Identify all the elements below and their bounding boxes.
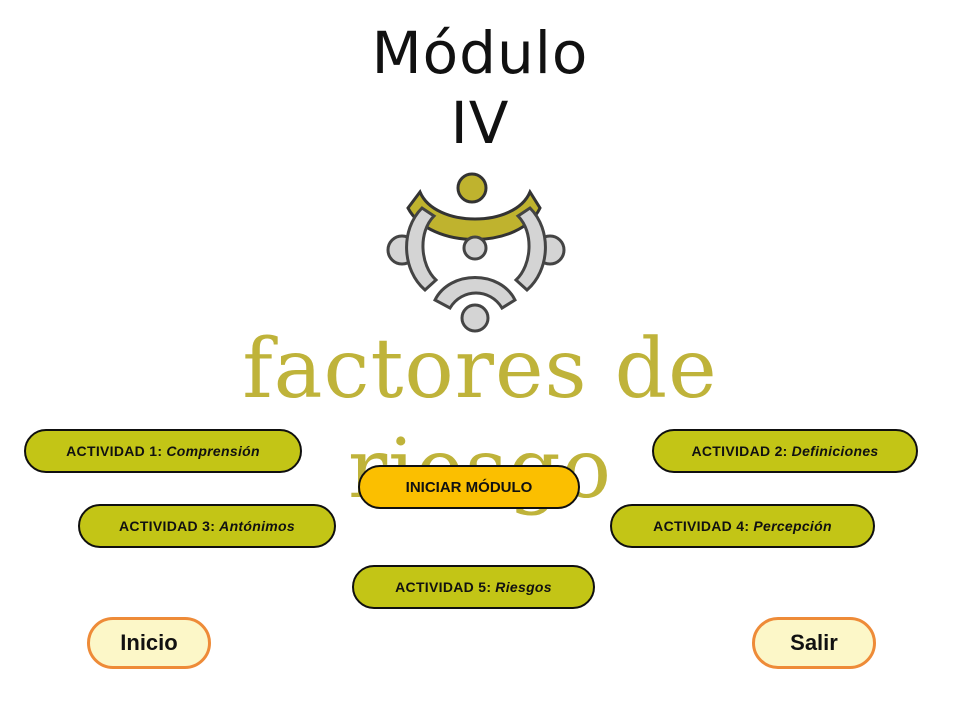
activity-2-prefix: ACTIVIDAD 2: bbox=[691, 443, 788, 459]
module-title-line2: IV bbox=[450, 89, 510, 157]
activity-4-prefix: ACTIVIDAD 4: bbox=[653, 518, 750, 534]
activity-5-prefix: ACTIVIDAD 5: bbox=[395, 579, 492, 595]
activity-4-name: Percepción bbox=[753, 518, 832, 534]
start-module-button[interactable]: INICIAR MÓDULO bbox=[358, 465, 580, 509]
activity-5-name: Riesgos bbox=[495, 579, 552, 595]
activity-1-prefix: ACTIVIDAD 1: bbox=[66, 443, 163, 459]
activity-3-prefix: ACTIVIDAD 3: bbox=[119, 518, 216, 534]
home-button[interactable]: Inicio bbox=[87, 617, 211, 669]
factores-de-riesgo-logo: factores de riesgo bbox=[210, 170, 750, 517]
exit-button[interactable]: Salir bbox=[752, 617, 876, 669]
module-title-line1: Módulo bbox=[371, 19, 589, 87]
activity-3-name: Antónimos bbox=[219, 518, 295, 534]
activity-3-button[interactable]: ACTIVIDAD 3: Antónimos bbox=[78, 504, 336, 548]
activity-5-button[interactable]: ACTIVIDAD 5: Riesgos bbox=[352, 565, 595, 609]
activity-1-name: Comprensión bbox=[166, 443, 260, 459]
activity-2-name: Definiciones bbox=[791, 443, 879, 459]
activity-1-button[interactable]: ACTIVIDAD 1: Comprensión bbox=[24, 429, 302, 473]
module-title: Módulo IV bbox=[0, 18, 960, 158]
activity-4-button[interactable]: ACTIVIDAD 4: Percepción bbox=[610, 504, 875, 548]
people-circle-logo-icon bbox=[386, 172, 566, 333]
activity-2-button[interactable]: ACTIVIDAD 2: Definiciones bbox=[652, 429, 918, 473]
